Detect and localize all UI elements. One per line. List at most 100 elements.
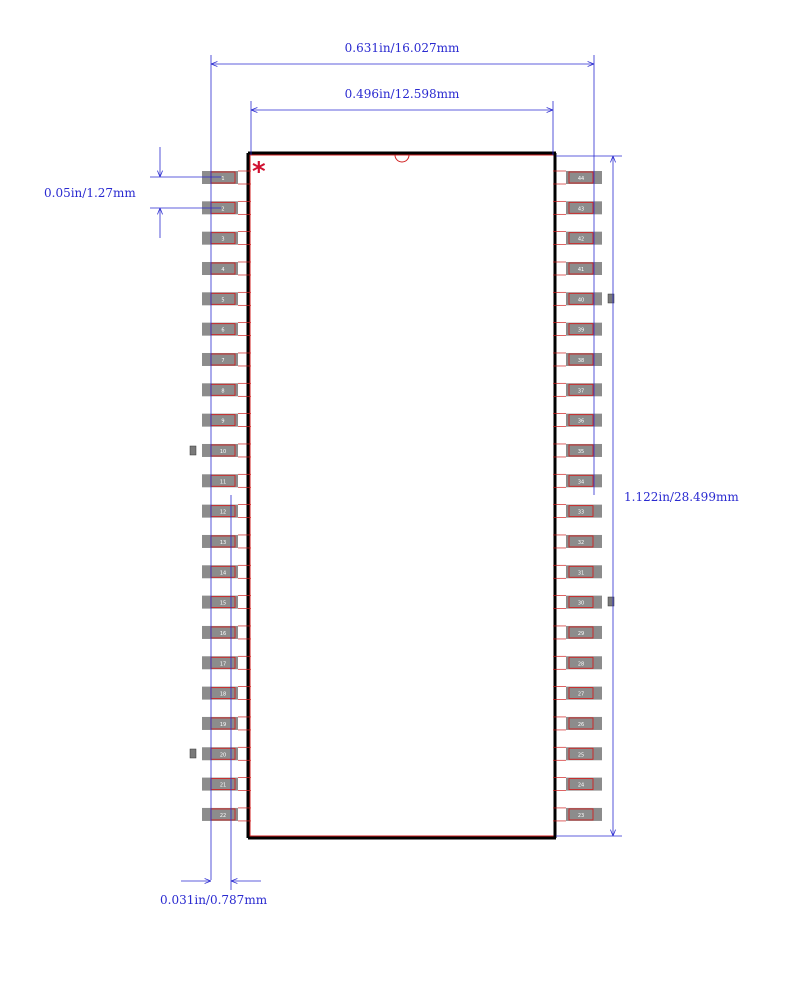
right-pad: 36 (553, 413, 602, 427)
pin-number: 15 (220, 601, 226, 607)
left-pad: 17 (202, 655, 251, 670)
pad-copper (202, 261, 238, 275)
pad-copper (202, 171, 238, 184)
pin-pitch-dimension (150, 147, 221, 238)
pin-number: 23 (578, 813, 584, 819)
pin1-notch (394, 154, 410, 163)
pin-number: 21 (220, 783, 226, 789)
pad-lead-outline (568, 201, 594, 214)
right-pad: 23 (553, 807, 602, 822)
pin-number: 1 (221, 176, 224, 182)
pin-number: 22 (220, 813, 226, 819)
right-pad: 40 (553, 291, 602, 306)
pad-copper (202, 383, 238, 397)
pin-number: 12 (220, 510, 226, 516)
right-pad: 25 (553, 746, 602, 761)
pad-lead-outline (568, 474, 594, 487)
overall-width-label: 0.631in/16.027mm (345, 41, 460, 55)
pin-number: 38 (578, 358, 584, 364)
side-marker-left-2 (189, 748, 197, 759)
pin-number: 30 (578, 601, 584, 607)
right-pad: 30 (553, 595, 602, 609)
pad-lead-outline (568, 747, 594, 760)
pin-number: 8 (221, 388, 224, 394)
right-pad: 31 (553, 564, 602, 579)
pad-lead-outline (568, 383, 594, 396)
pad-lead-outline (568, 292, 594, 305)
pad-lead-outline (568, 717, 594, 730)
overall-height-dimension (556, 155, 622, 837)
pad-lead-outline (568, 626, 594, 639)
right-pad: 44 (553, 170, 602, 185)
side-marker-left-1 (189, 445, 197, 456)
pin-number: 14 (220, 570, 226, 576)
right-pad-row: 4443424140393837363534333231302928272625… (553, 170, 602, 822)
pin-number: 9 (221, 419, 224, 425)
right-pad: 34 (553, 473, 602, 488)
pin-number: 25 (578, 752, 584, 758)
left-pad: 21 (202, 777, 251, 791)
pin-number: 37 (578, 388, 584, 394)
pin-number: 42 (578, 237, 584, 243)
pin-number: 6 (221, 328, 224, 334)
pad-lead-outline (568, 171, 594, 184)
pin-number: 33 (578, 510, 584, 516)
pad-lead-outline (568, 414, 594, 427)
left-pad: 1 (202, 170, 251, 185)
pad-lead-outline (568, 444, 594, 457)
pin-number: 13 (220, 540, 226, 546)
right-pad: 39 (553, 322, 602, 336)
pin-number: 31 (578, 570, 584, 576)
pad-copper (202, 292, 238, 306)
right-pad: 43 (553, 200, 602, 215)
right-pad: 41 (553, 261, 602, 276)
pad-width-dimension (181, 495, 261, 890)
pad-lead-outline (568, 323, 594, 336)
pad-lead-outline (568, 232, 594, 245)
pad-lead-outline (568, 505, 594, 518)
left-pad: 16 (202, 625, 251, 640)
pin-number: 27 (578, 692, 584, 698)
left-pad: 6 (202, 322, 251, 336)
left-pad: 8 (202, 382, 251, 397)
left-pad: 22 (202, 807, 251, 822)
right-pad: 28 (553, 655, 602, 670)
pin-number: 36 (578, 419, 584, 425)
pin-number: 3 (221, 237, 224, 243)
pin-number: 17 (220, 661, 226, 667)
right-pad: 37 (553, 382, 602, 397)
pin-number: 10 (220, 449, 226, 455)
left-pad: 7 (202, 352, 251, 367)
package-body (246, 151, 557, 840)
pin-number: 2 (221, 206, 224, 212)
left-pad: 10 (202, 443, 251, 458)
pad-width-label: 0.031in/0.787mm (160, 893, 268, 907)
pad-copper (202, 322, 238, 336)
pin-number: 4 (221, 267, 224, 273)
pin-number: 41 (578, 267, 584, 273)
pin-number: 40 (578, 297, 584, 303)
left-pad: 19 (202, 716, 251, 731)
pin-number: 5 (221, 297, 224, 303)
pad-lead-outline (568, 687, 594, 700)
left-pad: 3 (202, 231, 251, 246)
right-pad: 38 (553, 352, 602, 367)
right-pad: 29 (553, 625, 602, 640)
left-pad: 20 (202, 746, 251, 761)
pin-number: 44 (578, 176, 584, 182)
pin-number: 24 (578, 783, 584, 789)
left-pad: 18 (202, 686, 251, 700)
pin-number: 32 (578, 540, 584, 546)
pin-number: 11 (220, 479, 226, 485)
pad-lead-outline (568, 262, 594, 275)
pin-number: 28 (578, 661, 584, 667)
right-pad: 35 (553, 443, 602, 458)
left-pad: 12 (202, 504, 251, 518)
pad-copper (202, 352, 238, 366)
pin-number: 43 (578, 206, 584, 212)
pad-lead-outline (568, 565, 594, 578)
pad-copper (202, 413, 238, 427)
pin-number: 19 (220, 722, 226, 728)
